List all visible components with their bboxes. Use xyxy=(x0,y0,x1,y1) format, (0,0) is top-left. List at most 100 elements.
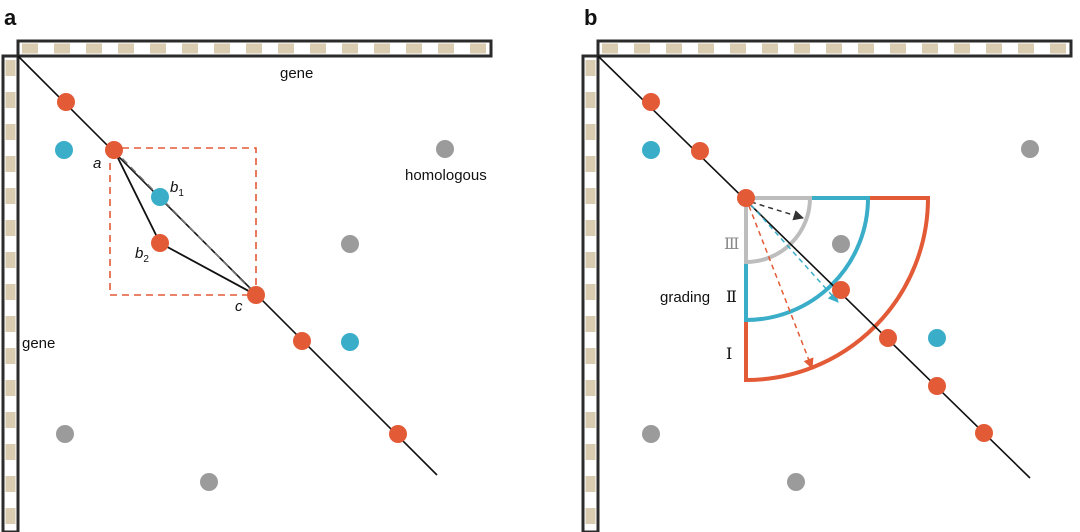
grade-III-arrow xyxy=(750,201,805,221)
axis-bar-segment xyxy=(585,124,596,140)
axis-bar-segment xyxy=(214,43,230,54)
axis-bar-segment xyxy=(5,348,16,364)
collinear-point-b2 xyxy=(151,234,169,252)
axis-bar-segment xyxy=(585,444,596,460)
top-gene-axis-bar xyxy=(16,39,493,58)
axis-bar-segment xyxy=(585,188,596,204)
left-gene-axis-bar xyxy=(1,54,20,532)
background-point xyxy=(642,425,660,443)
axis-bar-segment xyxy=(5,220,16,236)
axis-bar-segment xyxy=(86,43,102,54)
grade-III-label: Ⅲ xyxy=(724,234,739,253)
axis-bar-segment xyxy=(585,156,596,172)
mismatch-point xyxy=(55,141,73,159)
collinear-point xyxy=(642,93,660,111)
panel-a: a gene gene homologous a b1 b2 xyxy=(1,5,493,532)
axis-bar-segment xyxy=(54,43,70,54)
background-point xyxy=(436,140,454,158)
axis-bar-segment xyxy=(634,43,650,54)
axis-bar-segment xyxy=(585,348,596,364)
axis-bar-segment xyxy=(585,412,596,428)
axis-bar-segment xyxy=(278,43,294,54)
axis-bar-segment xyxy=(1018,43,1034,54)
axis-bar-segment xyxy=(762,43,778,54)
axis-bar-segment xyxy=(5,60,16,76)
axis-bar-segment xyxy=(730,43,746,54)
axis-bar-segment xyxy=(858,43,874,54)
background-point xyxy=(56,425,74,443)
panel-a-label: a xyxy=(4,5,17,30)
axis-bar-segment xyxy=(5,124,16,140)
axis-bar-segment xyxy=(5,444,16,460)
background-point xyxy=(832,235,850,253)
top-axis-label: gene xyxy=(280,65,313,82)
axis-bar-segment xyxy=(585,476,596,492)
collinear-point xyxy=(293,332,311,350)
left-gene-axis-bar xyxy=(581,54,600,532)
axis-bar-segment xyxy=(1050,43,1066,54)
point-label-b2: b2 xyxy=(135,245,149,265)
panel-b: b grading Ⅲ Ⅱ Ⅰ xyxy=(581,5,1073,532)
axis-bar-segment xyxy=(585,60,596,76)
grade-III-sector xyxy=(744,196,813,265)
collinear-point xyxy=(975,424,993,442)
axis-bar-segment xyxy=(150,43,166,54)
search-window-box xyxy=(109,147,257,296)
background-point xyxy=(787,473,805,491)
axis-bar-segment xyxy=(470,43,486,54)
background-point xyxy=(341,235,359,253)
axis-bar-segment xyxy=(5,284,16,300)
axis-bar-segment xyxy=(794,43,810,54)
axis-bar-segment xyxy=(585,380,596,396)
grade-I-label: Ⅰ xyxy=(726,344,732,363)
axis-bar-segment xyxy=(246,43,262,54)
axis-bar-segment xyxy=(602,43,618,54)
axis-bar-segment xyxy=(698,43,714,54)
axis-bar-segment xyxy=(342,43,358,54)
mismatch-point xyxy=(928,329,946,347)
axis-bar-segment xyxy=(585,508,596,524)
axis-bar-segment xyxy=(585,220,596,236)
grade-II-label: Ⅱ xyxy=(726,287,737,306)
axis-bar-segment xyxy=(22,43,38,54)
axis-bar-segment xyxy=(666,43,682,54)
collinear-point xyxy=(57,93,75,111)
axis-bar-segment xyxy=(922,43,938,54)
homologous-label: homologous xyxy=(405,167,487,184)
axis-bar-segment xyxy=(5,476,16,492)
axis-bar-segment xyxy=(954,43,970,54)
axis-bar-segment xyxy=(438,43,454,54)
axis-bar-segment xyxy=(5,252,16,268)
axis-bar-segment xyxy=(890,43,906,54)
axis-bar-segment xyxy=(5,92,16,108)
panel-b-label: b xyxy=(584,5,597,30)
point-label-c: c xyxy=(235,298,243,315)
left-axis-label: gene xyxy=(22,335,55,352)
axis-bar-segment xyxy=(5,188,16,204)
axis-bar-segment xyxy=(406,43,422,54)
axis-bar-segment xyxy=(585,252,596,268)
background-point xyxy=(200,473,218,491)
mismatch-point-b1 xyxy=(151,188,169,206)
collinear-point-c xyxy=(247,286,265,304)
axis-bar-segment xyxy=(182,43,198,54)
axis-bar-segment xyxy=(5,156,16,172)
collinear-point-origin xyxy=(737,189,755,207)
collinear-point xyxy=(691,142,709,160)
axis-bar-segment xyxy=(585,92,596,108)
collinear-point-a xyxy=(105,141,123,159)
grade-II-arrow xyxy=(750,204,839,303)
axis-bar-segment xyxy=(585,316,596,332)
axis-bar-segment xyxy=(5,412,16,428)
axis-bar-segment xyxy=(5,508,16,524)
axis-bar-segment xyxy=(585,284,596,300)
collinearity-diagonal xyxy=(597,55,1031,479)
axis-bar-segment xyxy=(374,43,390,54)
collinear-point xyxy=(879,329,897,347)
collinear-point xyxy=(832,281,850,299)
point-label-b1: b1 xyxy=(170,179,184,199)
axis-bar-segment xyxy=(826,43,842,54)
grade-I-arrow xyxy=(748,205,814,369)
axis-bar-segment xyxy=(986,43,1002,54)
